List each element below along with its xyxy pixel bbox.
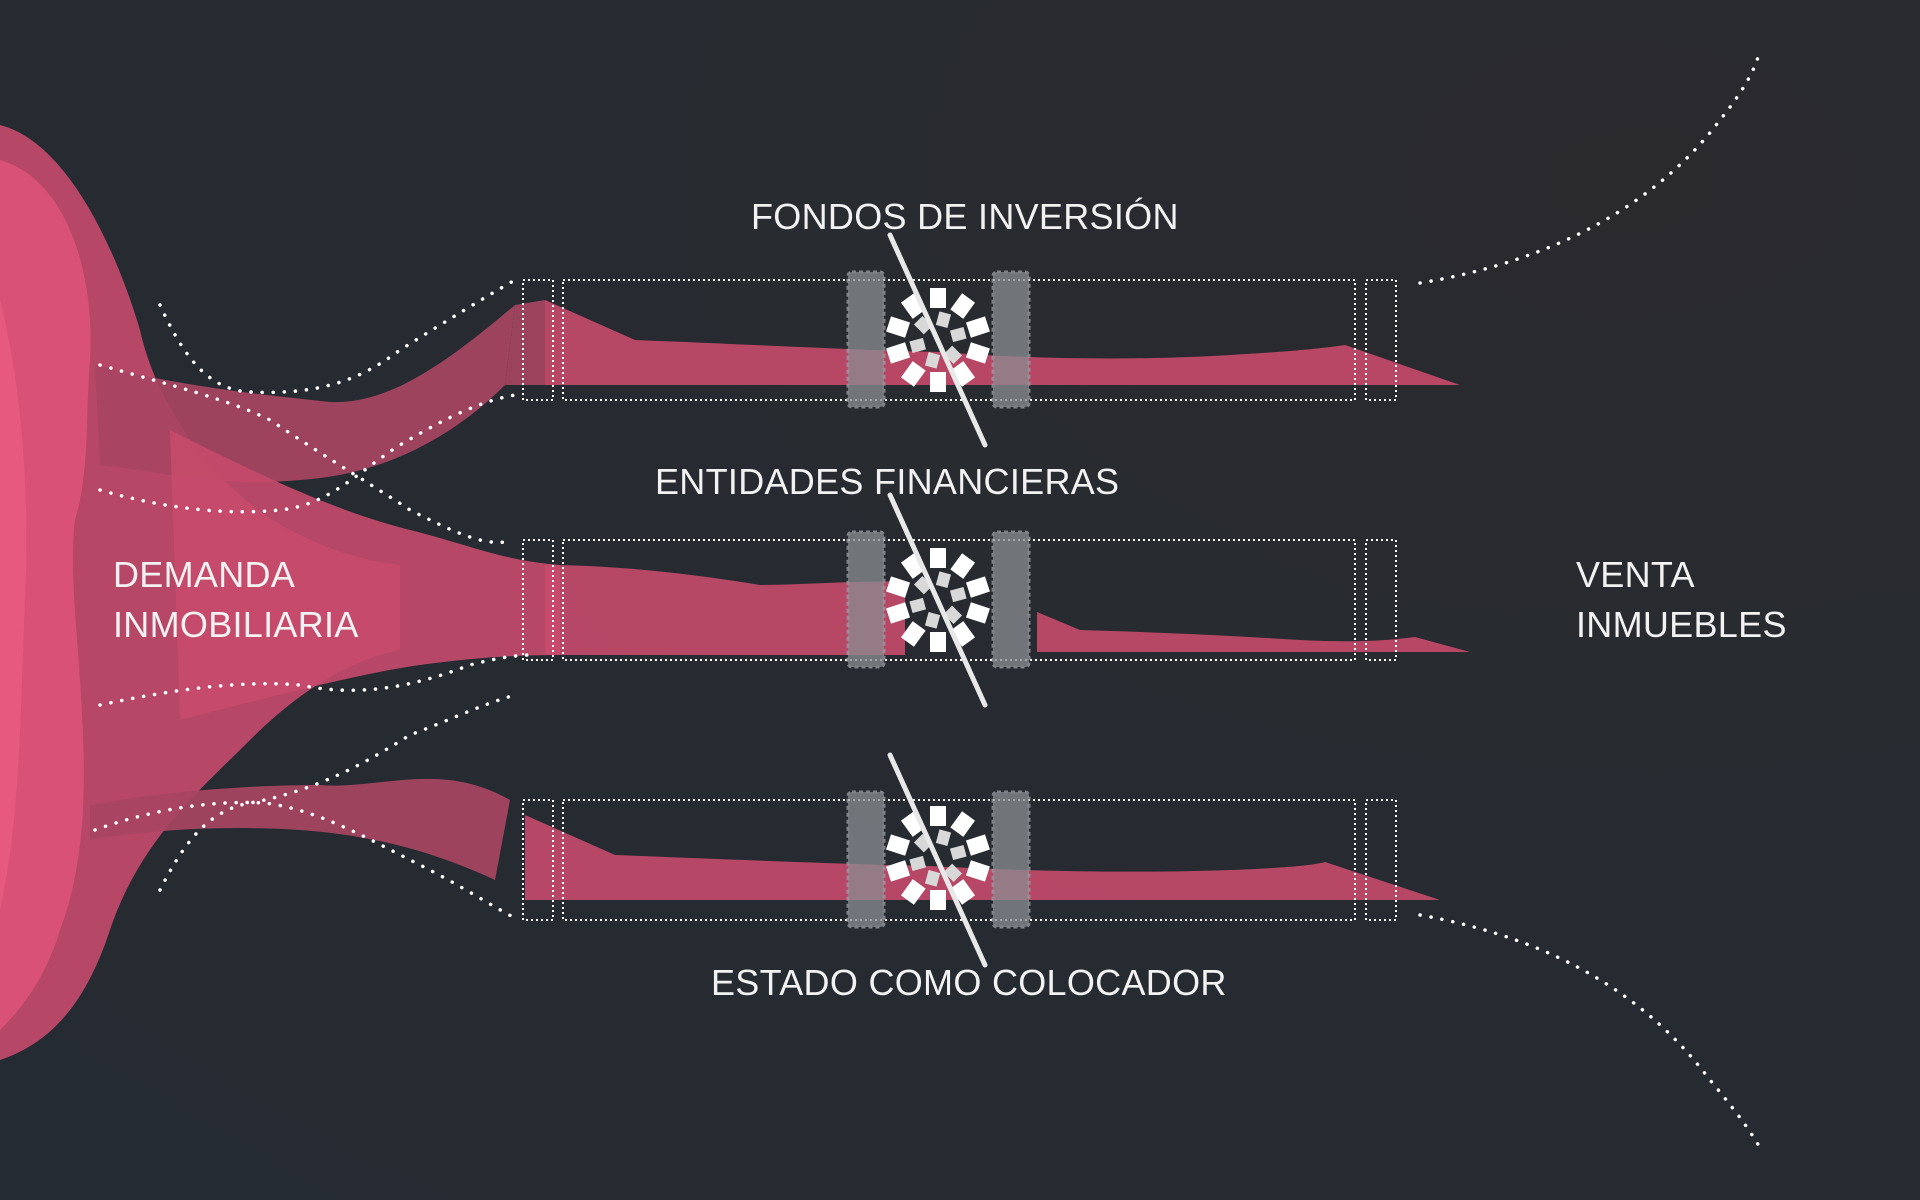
sale-label-line1: VENTA bbox=[1576, 554, 1695, 595]
left-dotted-boundaries bbox=[93, 278, 532, 920]
demand-label-line1: DEMANDA bbox=[113, 554, 296, 595]
sale-label-line2: INMUEBLES bbox=[1576, 604, 1787, 645]
valve-blocks bbox=[846, 270, 1031, 929]
gear-icon bbox=[886, 806, 990, 910]
channel-bottom bbox=[525, 815, 1440, 900]
channel-top bbox=[505, 300, 1460, 385]
channel-outlines bbox=[522, 279, 1397, 921]
gear-icon bbox=[886, 288, 990, 392]
channel-label-middle: ENTIDADES FINANCIERAS bbox=[655, 461, 1120, 502]
gear-icons bbox=[886, 288, 990, 910]
gear-icon bbox=[886, 548, 990, 652]
slash-lines bbox=[887, 232, 988, 968]
channel-label-bottom: ESTADO COMO COLOCADOR bbox=[711, 962, 1227, 1003]
demand-label-line2: INMOBILIARIA bbox=[113, 604, 359, 645]
channel-label-top: FONDOS DE INVERSIÓN bbox=[751, 196, 1179, 237]
right-dotted-boundaries bbox=[1418, 48, 1762, 1150]
channel-middle bbox=[545, 565, 1470, 655]
